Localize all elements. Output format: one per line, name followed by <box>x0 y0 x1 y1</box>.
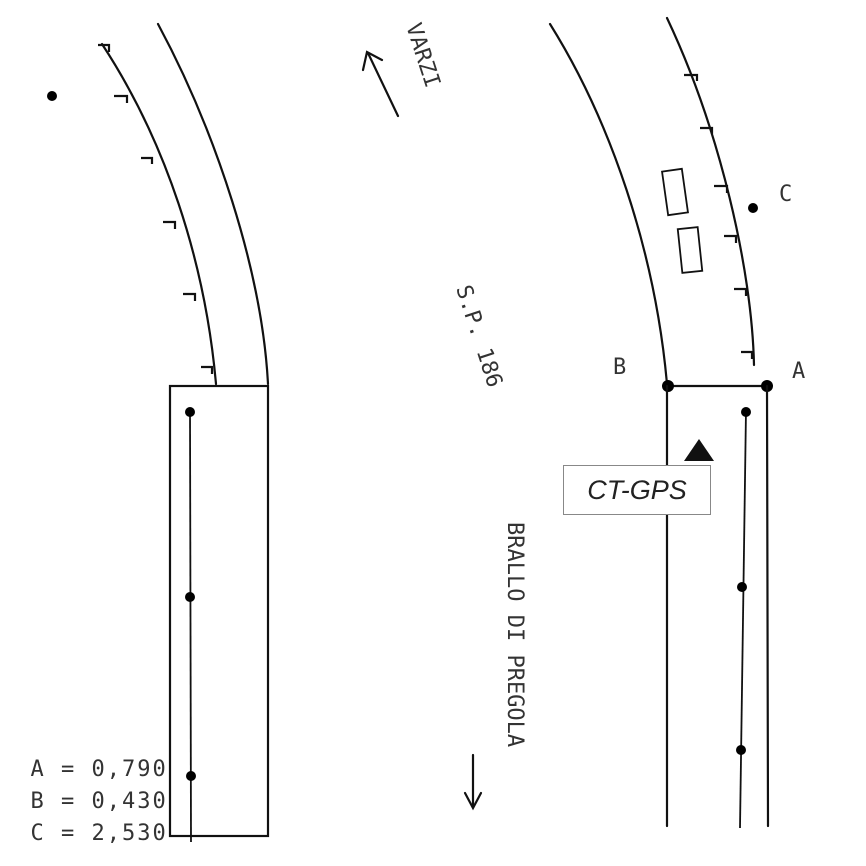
gps-station-label: CT-GPS <box>563 465 711 515</box>
left-pad-dot-bottom <box>186 771 196 781</box>
label-point-a: A <box>792 359 805 384</box>
vehicle-outline-1 <box>661 167 689 217</box>
left-road-edge-inner <box>100 42 218 386</box>
label-varzi: VARZI <box>400 20 444 91</box>
label-point-c: C <box>779 182 792 207</box>
measurement-a-point: A <box>30 757 46 782</box>
measurement-b: B = 0,430 <box>30 789 168 814</box>
right-curb-ticks <box>684 73 754 359</box>
right-pad-dot-middle <box>737 582 747 592</box>
measurement-a: A = 0,790 <box>30 757 168 782</box>
left-reference-dot <box>47 91 57 101</box>
left-curb-ticks <box>98 43 214 374</box>
south-arrow <box>463 753 483 811</box>
left-pad-axis <box>189 409 192 843</box>
right-road-edge-inner <box>548 22 669 386</box>
measurement-c: C = 2,530 <box>30 821 168 846</box>
right-road-section: C B A <box>548 16 805 829</box>
gps-station-triangle-icon <box>684 439 714 461</box>
measurement-b-point: B <box>30 789 46 814</box>
left-road-edge-outer <box>156 22 270 386</box>
north-arrow <box>361 50 400 118</box>
measurement-c-value: 2,530 <box>91 821 168 846</box>
vehicle-outline-2 <box>676 226 704 274</box>
measurement-a-value: 0,790 <box>91 757 168 782</box>
left-pad-dot-top <box>185 407 195 417</box>
right-pad-right-edge <box>765 384 770 828</box>
label-brallo: BRALLO DI PREGOLA <box>502 522 527 747</box>
measurement-c-point: C <box>30 821 46 846</box>
label-point-b: B <box>613 355 626 380</box>
left-pad-outline <box>168 384 270 838</box>
left-pad-dot-middle <box>185 592 195 602</box>
label-road-name: S.P. 186 <box>450 282 507 391</box>
left-road-section <box>47 22 270 843</box>
measurement-b-value: 0,430 <box>91 789 168 814</box>
right-road-edge-outer <box>665 16 756 367</box>
point-c-dot <box>748 203 758 213</box>
right-pad-axis <box>739 409 747 829</box>
right-pad-dot-top <box>741 407 751 417</box>
right-pad-dot-bottom <box>736 745 746 755</box>
